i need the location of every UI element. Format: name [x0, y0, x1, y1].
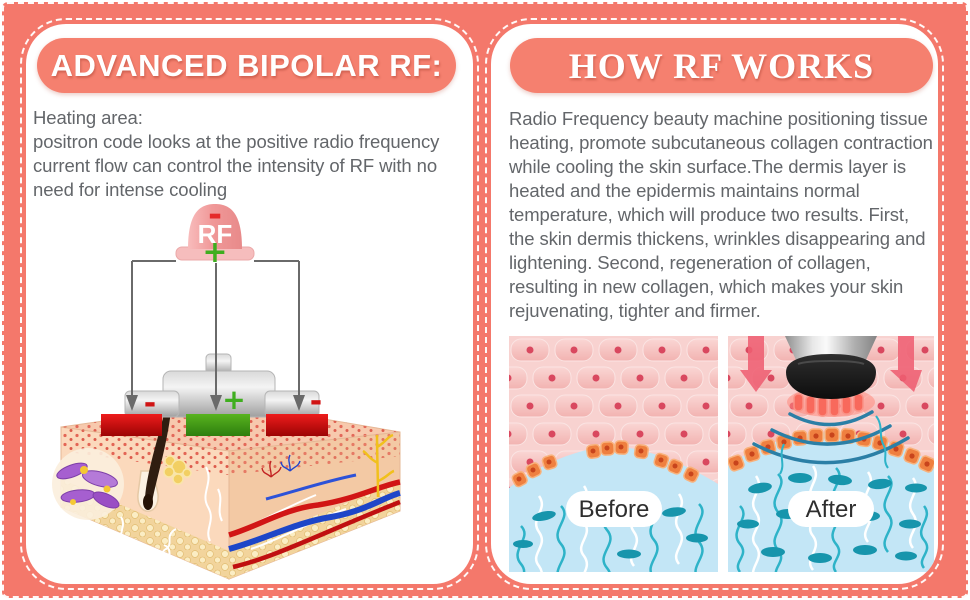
- left-electrode-sign: -: [144, 386, 156, 421]
- electrode-heads: [124, 353, 320, 418]
- before-label: Before: [579, 496, 650, 523]
- electrode-bar-negative-left: [101, 414, 162, 436]
- connector-wires: [131, 260, 300, 395]
- center-electrode-sign: +: [222, 383, 245, 416]
- before-figure: Before: [509, 336, 718, 572]
- electrode-bar-positive: [186, 414, 250, 436]
- right-title: HOW RF WORKS: [568, 45, 875, 86]
- after-figure: After: [728, 336, 934, 572]
- right-description: Radio Frequency beauty machine positioni…: [509, 108, 933, 321]
- pressure-arrow-icons: [740, 336, 922, 392]
- arrowheads: [126, 395, 305, 411]
- purple-cells: [56, 462, 120, 509]
- vein: [228, 490, 401, 552]
- rf-wave-arcs: [752, 410, 910, 465]
- right-title-pill: HOW RF WORKS: [510, 38, 933, 93]
- left-panel-outline: ADVANCED BIPOLAR RF: Heating area: posit…: [20, 18, 479, 590]
- rf-generator: - RF +: [175, 199, 255, 270]
- right-panel-outline: HOW RF WORKS Radio Frequency beauty mach…: [485, 18, 944, 590]
- rf-device-label: RF: [198, 219, 233, 249]
- right-panel: HOW RF WORKS Radio Frequency beauty mach…: [491, 24, 938, 584]
- dermis-details: [52, 410, 223, 566]
- electrode-pins: [793, 393, 864, 417]
- sebaceous-gland: [163, 455, 192, 485]
- basal-cells: [511, 440, 700, 488]
- rf-handpiece: [785, 336, 877, 417]
- before-label-pill: [566, 491, 662, 527]
- left-body-text: Heating area: positron code looks at the…: [33, 106, 465, 202]
- hair-follicle: [145, 410, 171, 506]
- bipolar-rf-diagram: - + - - RF +: [52, 199, 401, 580]
- left-title-pill: ADVANCED BIPOLAR RF:: [37, 38, 456, 93]
- before-after-figures: Before: [509, 336, 934, 572]
- wave-tails: [779, 415, 889, 475]
- left-panel: ADVANCED BIPOLAR RF: Heating area: posit…: [26, 24, 473, 584]
- right-electrode-sign: -: [310, 384, 322, 419]
- collagen-squiggles: [120, 466, 223, 566]
- after-label: After: [806, 496, 857, 523]
- left-title: ADVANCED BIPOLAR RF:: [50, 47, 443, 83]
- vessels-and-nerves: [228, 433, 401, 572]
- nerve: [362, 433, 395, 498]
- left-description: positron code looks at the positive radi…: [33, 131, 440, 200]
- capillary-blue: [280, 454, 301, 472]
- generator-top-sign: -: [208, 199, 222, 235]
- capillary-red: [261, 460, 282, 478]
- heating-area-label: Heating area:: [33, 107, 143, 128]
- after-label-pill: [788, 491, 874, 527]
- electrode-bar-negative-right: [266, 414, 328, 436]
